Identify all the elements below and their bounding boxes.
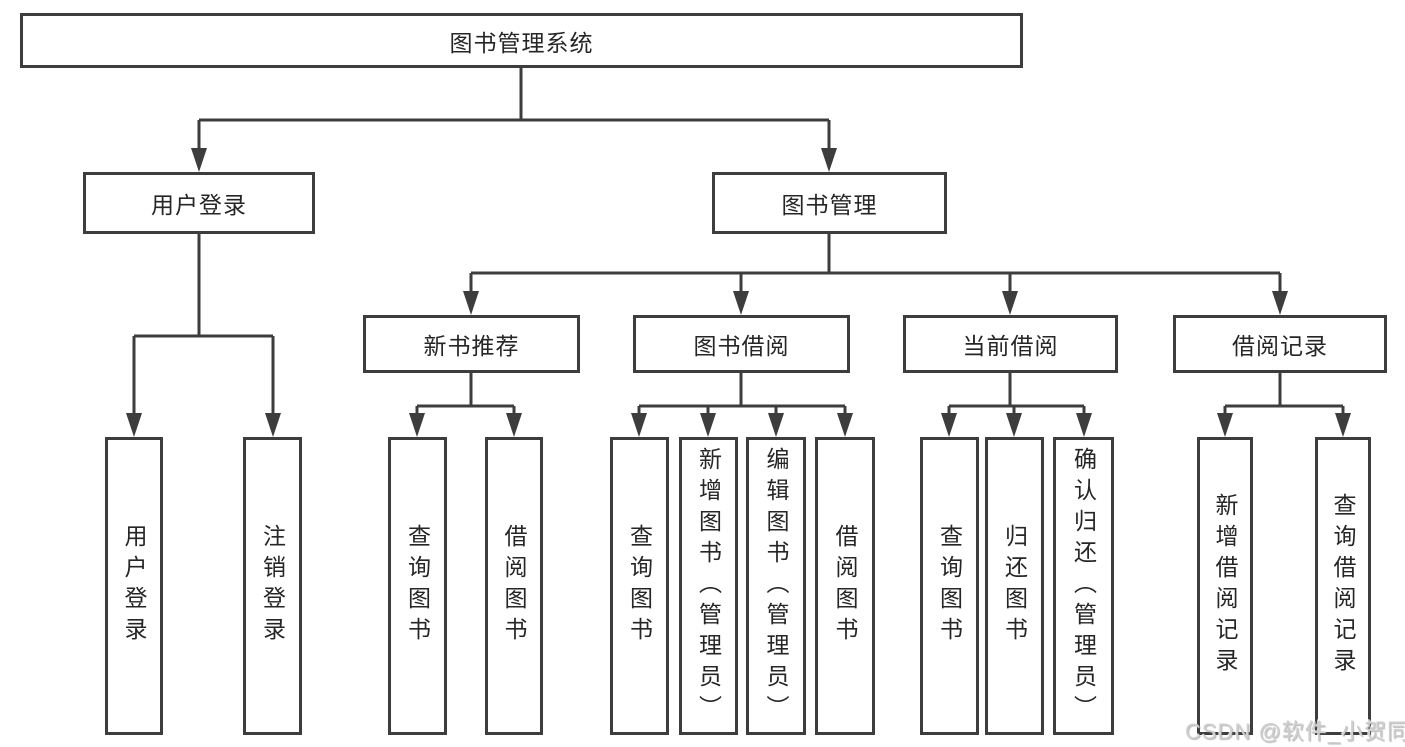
leaf-query-borrow-record: 查询借阅记录 [1315,437,1371,735]
node-label: 查询图书 [626,524,653,648]
leaf-add-book-admin: 新增图书（管理员） [679,437,738,735]
node-label: 注销登录 [259,524,286,648]
csdn-watermark: CSDN @软件_小贺同学 [1185,719,1405,744]
node-label: 新增借阅记录 [1212,493,1238,679]
leaf-query-books-2: 查询图书 [610,437,669,735]
node-book-borrow: 图书借阅 [633,315,850,373]
leaf-edit-book-admin: 编辑图书（管理员） [746,437,806,735]
connector-root-to-branches [191,68,837,172]
connector-user-login-to-leaves [126,234,281,437]
leaf-user-login: 用户登录 [105,437,163,735]
node-label: 借阅记录 [1232,333,1328,359]
leaf-borrow-books-2: 借阅图书 [815,437,875,735]
node-label: 借阅图书 [501,524,527,648]
node-new-book-recommend: 新书推荐 [363,315,580,373]
node-label: 确认归还（管理员） [1070,446,1097,726]
node-library-management-system: 图书管理系统 [20,13,1023,68]
connector-current-borrow-to-leaves [941,373,1092,437]
connector-book-management-to-modules [463,234,1288,315]
node-label: 新书推荐 [423,333,520,359]
node-label: 图书借阅 [693,333,790,359]
node-label: 新增图书（管理员） [695,446,722,726]
node-label: 用户登录 [121,524,147,648]
node-current-borrow: 当前借阅 [903,315,1118,373]
leaf-return-book: 归还图书 [985,437,1044,735]
node-label: 借阅图书 [832,524,858,648]
leaf-logout: 注销登录 [243,437,302,735]
node-label: 归还图书 [1001,524,1028,648]
connector-borrow-records-to-leaves [1217,373,1351,437]
node-label: 查询图书 [404,524,431,648]
leaf-query-books-3: 查询图书 [920,437,979,735]
node-label: 用户登录 [151,192,247,218]
node-label: 当前借阅 [962,333,1059,359]
node-label: 图书管理系统 [449,29,594,56]
node-label: 编辑图书（管理员） [763,446,789,726]
node-label: 查询借阅记录 [1330,493,1356,679]
leaf-confirm-return-admin: 确认归还（管理员） [1053,437,1114,735]
node-user-login: 用户登录 [83,172,315,234]
connector-new-book-recommend-to-leaves [409,373,522,437]
node-label: 图书管理 [781,192,878,218]
leaf-query-books-1: 查询图书 [388,437,447,735]
leaf-add-borrow-record: 新增借阅记录 [1197,437,1253,735]
leaf-borrow-books-1: 借阅图书 [485,437,543,735]
node-borrow-records: 借阅记录 [1173,315,1387,373]
node-book-management: 图书管理 [712,172,947,234]
node-label: 查询图书 [936,524,963,648]
connector-book-borrow-to-leaves [631,373,853,437]
